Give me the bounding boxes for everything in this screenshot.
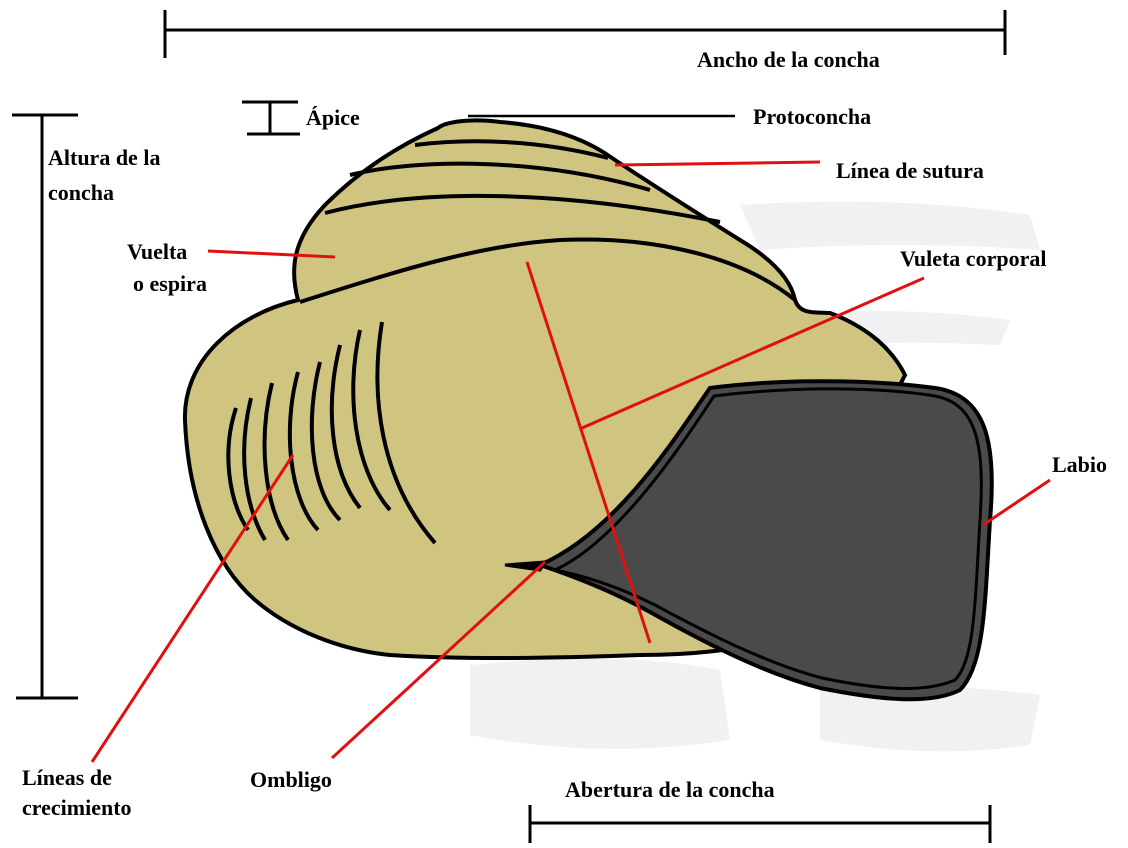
label-growth-lines-line2: crecimiento: [22, 795, 132, 820]
label-body-whorl: Vuleta corporal: [900, 246, 1046, 271]
label-shell-height-line2: concha: [48, 180, 114, 205]
label-lip: Labio: [1052, 452, 1107, 477]
label-shell-height-line1: Altura de la: [48, 145, 160, 170]
label-apex: Ápice: [306, 105, 360, 130]
label-aperture-width: Abertura de la concha: [565, 777, 775, 802]
suture-leader: [615, 162, 820, 165]
smudge-shape: [740, 202, 1040, 250]
label-whorl-line1: Vuelta: [127, 239, 187, 264]
label-umbilicus: Ombligo: [250, 767, 332, 792]
label-whorl-line2: o espira: [133, 271, 207, 296]
smudge-shape: [470, 659, 730, 749]
label-suture-line: Línea de sutura: [836, 158, 984, 183]
label-protoconch: Protoconcha: [753, 104, 871, 129]
label-shell-width: Ancho de la concha: [697, 47, 880, 72]
aperture-width-bar: [530, 805, 990, 843]
apex-height-bar: [242, 102, 300, 134]
label-growth-lines-line1: Líneas de: [22, 765, 112, 790]
